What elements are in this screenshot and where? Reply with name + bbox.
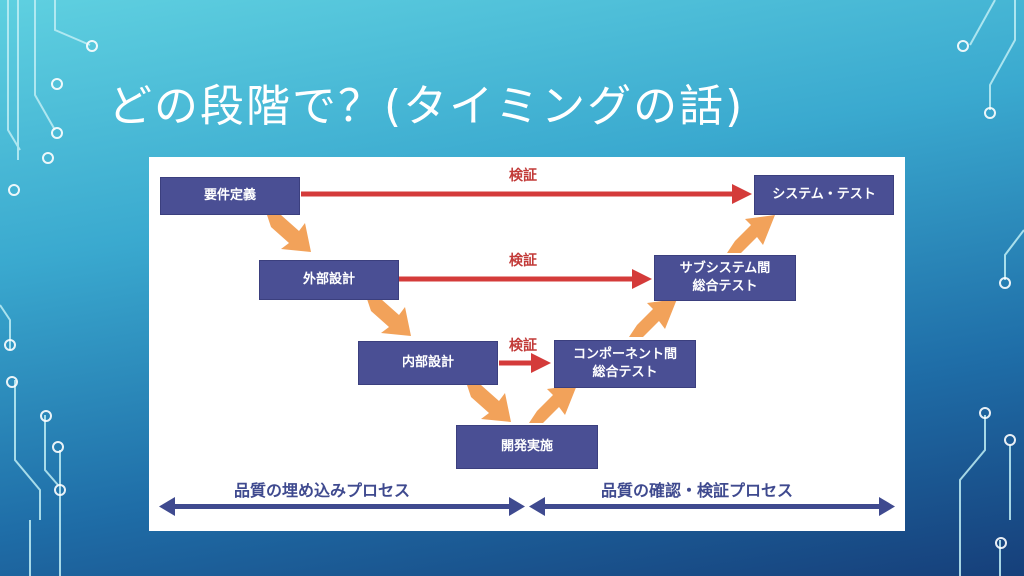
- box-subsystem-test-line2: 総合テスト: [692, 279, 758, 294]
- box-subsystem-test: サブシステム間 総合テスト: [654, 255, 796, 301]
- process-label-embed: 品質の埋め込みプロセス: [234, 481, 411, 500]
- diagram-arrows: [159, 184, 895, 516]
- process-arrow-right-shaft: [537, 504, 887, 509]
- process-arrow-left-head-l: [159, 497, 175, 516]
- v-model-diagram: 要件定義 外部設計 内部設計 開発実施 システム・テスト サブシステム間 総合テ…: [149, 157, 905, 531]
- process-arrow-left-shaft: [169, 504, 517, 509]
- box-system-test: システム・テスト: [754, 175, 894, 215]
- process-arrow-left-head-r: [509, 497, 525, 516]
- box-component-test: コンポーネント間 総合テスト: [554, 340, 696, 388]
- box-subsystem-test-line1: サブシステム間: [679, 261, 771, 277]
- box-component-test-line2: 総合テスト: [592, 365, 658, 380]
- process-label-verify: 品質の確認・検証プロセス: [601, 481, 794, 500]
- box-external-design: 外部設計: [259, 260, 399, 300]
- box-implementation: 開発実施: [456, 425, 598, 469]
- flow-arrow-down-3: [467, 385, 511, 422]
- flow-arrow-up-2: [629, 299, 677, 337]
- flow-arrow-up-3: [727, 215, 775, 253]
- box-internal-design: 内部設計: [358, 341, 498, 385]
- flow-arrow-down-1: [267, 215, 311, 252]
- box-requirements: 要件定義: [160, 177, 300, 215]
- box-system-test-line1: システム・テスト: [772, 187, 876, 203]
- verify-label-3: 検証: [509, 338, 537, 354]
- verify-label-1: 検証: [509, 168, 537, 184]
- process-arrow-right-head-r: [879, 497, 895, 516]
- flow-arrow-up-1: [529, 385, 577, 423]
- process-arrow-right-head-l: [529, 497, 545, 516]
- slide-title: どの段階で？(タイミングの話): [108, 81, 745, 132]
- flow-arrow-down-2: [367, 299, 411, 336]
- verify-label-2: 検証: [509, 253, 537, 269]
- box-component-test-line1: コンポーネント間: [572, 347, 677, 363]
